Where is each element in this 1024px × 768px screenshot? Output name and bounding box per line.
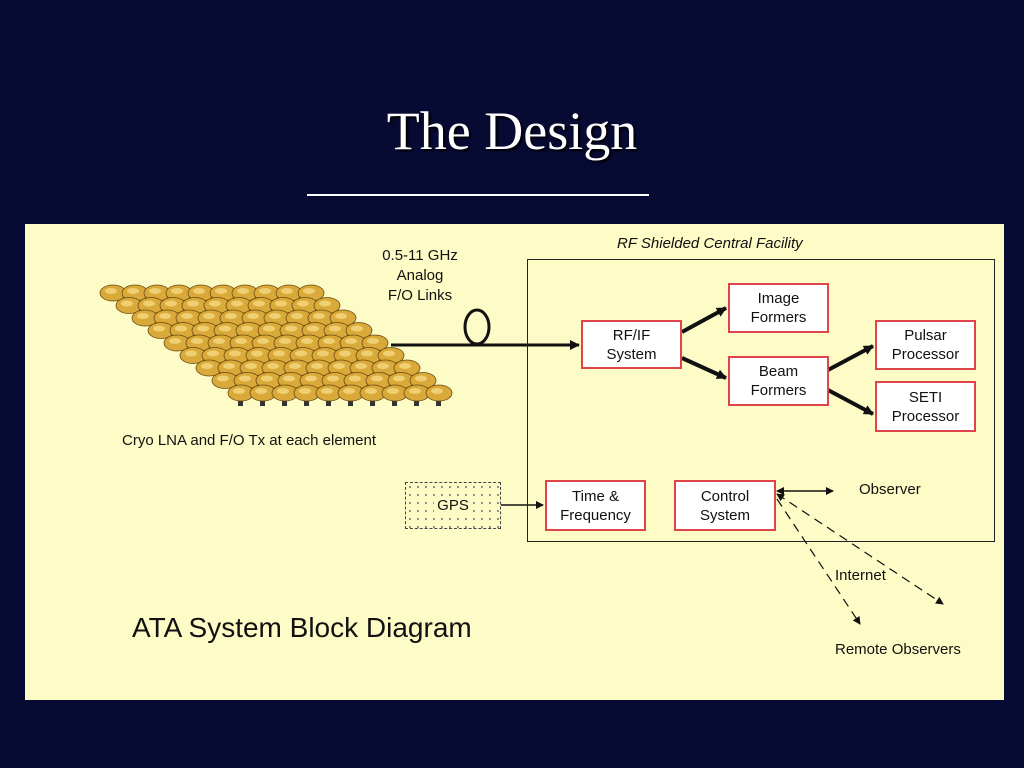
dish xyxy=(121,284,149,302)
slide-title: The Design xyxy=(386,101,638,161)
fiber-loop xyxy=(463,308,491,346)
pulsar-line1: Pulsar xyxy=(904,327,947,344)
dish xyxy=(377,347,405,364)
seti-line2: Processor xyxy=(891,407,960,425)
observer-label: Observer xyxy=(859,481,921,498)
dish xyxy=(307,309,335,327)
dish xyxy=(289,347,317,364)
dish xyxy=(227,384,255,406)
time-freq-line1: Time & xyxy=(572,487,619,505)
arrow-internet-2 xyxy=(776,498,861,625)
block-diagram: 0.5-11 GHz Analog F/O Links RF Shielded … xyxy=(25,224,1004,700)
dish xyxy=(115,297,143,314)
arrow-beam-seti xyxy=(827,388,874,416)
dish xyxy=(185,334,213,352)
dish xyxy=(313,297,341,314)
dish xyxy=(191,322,219,339)
dish xyxy=(329,309,357,327)
dish xyxy=(211,372,239,389)
facility-label: RF Shielded Central Facility xyxy=(617,235,803,252)
gps-box: GPS xyxy=(405,482,501,529)
dish xyxy=(229,334,257,352)
internet-label: Internet xyxy=(835,566,886,586)
dish xyxy=(159,297,187,314)
dish xyxy=(143,284,171,302)
dish xyxy=(333,347,361,364)
arrow-rfif-image xyxy=(681,306,727,334)
dish xyxy=(315,384,343,406)
dish xyxy=(251,334,279,352)
dish xyxy=(213,322,241,339)
gps-label: GPS xyxy=(434,497,472,514)
dish xyxy=(223,347,251,364)
dish xyxy=(195,359,223,377)
dish xyxy=(311,347,339,364)
dish xyxy=(249,384,277,406)
dish xyxy=(393,359,421,377)
link-label-freq: 0.5-11 GHz xyxy=(382,247,458,264)
dish xyxy=(337,384,365,406)
central-facility-box xyxy=(527,259,995,542)
dish xyxy=(293,384,321,406)
arrow-rfif-beam xyxy=(681,356,727,380)
diagram-connectors xyxy=(99,284,944,625)
dish xyxy=(267,347,295,364)
dish xyxy=(175,309,203,327)
dish xyxy=(169,322,197,339)
dish xyxy=(359,384,387,406)
dish xyxy=(269,297,297,314)
arrow-beam-pulsar xyxy=(827,344,874,372)
dish xyxy=(339,334,367,352)
time-freq-line2: Frequency xyxy=(560,506,631,524)
remote-observers-label: Remote Observers xyxy=(835,641,961,658)
time-frequency-box: Time &Frequency xyxy=(545,480,646,531)
dish xyxy=(283,359,311,377)
rfif-line2: System xyxy=(606,345,657,363)
dish xyxy=(345,322,373,339)
dish xyxy=(181,297,209,314)
pulsar-line2: Processor xyxy=(891,346,960,363)
image-formers-line1: Image xyxy=(757,290,800,307)
dish xyxy=(179,347,207,364)
dish xyxy=(271,384,299,406)
seti-line1: SETI xyxy=(908,388,943,406)
dish xyxy=(381,384,409,406)
diagram-title: ATA System Block Diagram xyxy=(132,612,472,643)
arrow-internet-1 xyxy=(776,493,944,605)
dish xyxy=(163,334,191,352)
dish xyxy=(219,309,247,327)
dish xyxy=(425,384,453,406)
link-label-type: Analog xyxy=(396,267,444,284)
control-line2: System xyxy=(699,506,750,524)
antenna-array xyxy=(99,284,453,406)
beam-formers-line1: Beam xyxy=(758,363,799,380)
beam-formers-line2: Formers xyxy=(750,382,807,399)
dish xyxy=(245,347,273,364)
dish xyxy=(409,372,437,389)
title-underline xyxy=(307,194,649,196)
control-line1: Control xyxy=(700,487,750,505)
rfif-line1: RF/IF xyxy=(612,326,651,344)
dish xyxy=(403,384,431,406)
link-label: 0.5-11 GHz Analog F/O Links xyxy=(370,246,470,306)
image-formers-line2: Formers xyxy=(750,309,807,326)
array-caption: Cryo LNA and F/O Tx at each element xyxy=(122,432,377,449)
dish xyxy=(285,309,313,327)
link-label-media: F/O Links xyxy=(387,287,453,304)
